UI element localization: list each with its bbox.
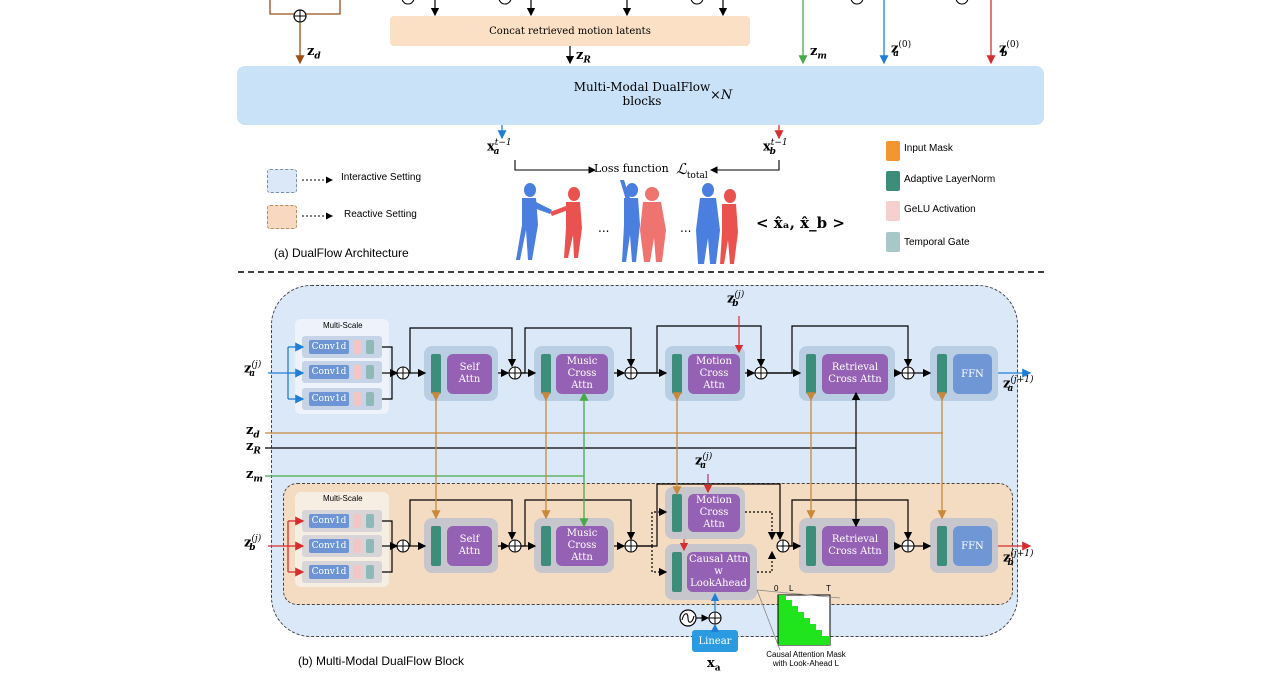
input-mask-swatch [886,141,900,161]
linear-box: Linear [692,630,738,652]
music-attn-bottom: Music Cross Attn [556,526,608,566]
adaln-music-top [541,354,551,394]
retrieval-attn-bottom: Retrieval Cross Attn [822,526,888,566]
gate-bottom-1 [366,514,374,528]
adaln-motion-top [672,354,682,394]
label-xa-t: xt−1a [487,138,512,157]
label-zR-bottom: zR [246,439,261,457]
adaln-causal [672,552,682,592]
conv1d-top-2: Conv1d [309,365,349,379]
dualflow-title: Multi-Modal DualFlow blocks [573,80,711,108]
gelu-bottom-2 [353,539,361,553]
motion-figures-illustration: ... ... [516,180,738,264]
adaln-retrieval-top [806,354,816,394]
label-zm-top: zm [810,44,827,62]
times-n: ×N [710,88,733,103]
gate-bottom-3 [366,565,374,579]
adaln-ffn-bottom [937,526,947,566]
adaln-self-bottom [431,526,441,566]
reactive-setting-swatch [267,205,297,229]
output-tuple: < x̂ₐ, x̂_b > [756,214,845,232]
label-zb-j: z(j)b [244,534,262,553]
label-zb-j1: z(j+1)b [1003,549,1034,568]
gelu-bottom-1 [353,514,361,528]
retrieval-attn-top: Retrieval Cross Attn [822,354,888,394]
input-mask-label: Input Mask [904,143,953,154]
label-zd-bottom: zd [246,423,260,441]
mask-tick-T: T [826,584,831,593]
interactive-setting-swatch [267,169,297,193]
mask-tick-0: 0 [774,584,779,593]
label-zd-top: zd [307,44,321,62]
gelu-bottom-3 [353,565,361,579]
gate-top-3 [366,392,374,406]
interactive-setting-label: Interactive Setting [341,172,422,183]
multiscale-top-label: Multi-Scale [323,321,363,330]
motion-attn-bottom: Motion Cross Attn [688,494,740,532]
figure-pair-3 [696,183,738,264]
mask-caption: Causal Attention Mask with Look-Ahead L [766,650,846,668]
ffn-bottom: FFN [953,526,992,566]
label-za-j: z(j)a [244,360,262,379]
motion-attn-top: Motion Cross Attn [688,354,740,394]
conv1d-bottom-3: Conv1d [309,565,349,579]
conv1d-bottom-1: Conv1d [309,514,349,528]
label-za0: z(0)a [891,40,912,59]
adaln-music-bottom [541,526,551,566]
label-za-j1: z(j+1)a [1003,375,1034,394]
gate-top-2 [366,365,374,379]
label-zR-top: zR [576,48,591,66]
gate-bottom-2 [366,539,374,553]
loss-symbol: ℒtotal [676,160,708,181]
label-za-j-motion: z(j)a [695,452,713,471]
music-attn-top: Music Cross Attn [556,354,608,394]
caption-a: (a) DualFlow Architecture [274,246,409,260]
ellipsis-1: ... [598,221,609,235]
gelu-swatch [886,201,900,221]
adaln-retrieval-bottom [806,526,816,566]
label-zb0: z(0)b [999,40,1020,59]
adaptive-layernorm-label: Adaptive LayerNorm [904,174,996,185]
self-attn-top: Self Attn [447,354,492,394]
caption-b: (b) Multi-Modal DualFlow Block [298,654,465,668]
multiscale-bottom-label: Multi-Scale [323,494,363,503]
mask-tick-L: L [789,584,794,593]
gelu-top-3 [353,392,361,406]
figure-pair-1 [516,183,582,260]
self-attn-bottom: Self Attn [447,526,492,566]
adaln-self-top [431,354,441,394]
ellipsis-2: ... [680,221,691,235]
concat-label: Concat retrieved motion latents [489,25,651,37]
figure-pair-2 [620,180,666,262]
gelu-label: GeLU Activation [904,204,976,215]
conv1d-top-3: Conv1d [309,392,349,406]
dualflow-blocks: Multi-Modal DualFlow blocks ×N [237,66,1044,125]
label-zb-j-motion: z(j)b [727,290,745,309]
temporal-gate-label: Temporal Gate [904,237,970,248]
loss-label: Loss function [594,162,669,175]
conv1d-top-1: Conv1d [309,340,349,354]
causal-attn-lookahead: Causal Attn w LookAhead [687,552,750,592]
causal-mask-diagram [777,594,831,646]
label-xb-t: xt−1b [763,138,788,157]
conv1d-bottom-2: Conv1d [309,539,349,553]
gelu-top-2 [353,365,361,379]
adaptive-layernorm-swatch [886,171,900,191]
ffn-top: FFN [953,354,992,394]
concat-box: Concat retrieved motion latents [390,16,750,46]
label-xa-linear: xa [707,656,721,674]
adaln-motion-bottom [672,494,682,532]
adaln-ffn-top [937,354,947,394]
gate-top-1 [366,340,374,354]
reactive-setting-label: Reactive Setting [344,209,417,220]
top-cut-symbols [401,0,969,5]
temporal-gate-swatch [886,232,900,252]
gelu-top-1 [353,340,361,354]
label-zm-bottom: zm [246,467,263,485]
